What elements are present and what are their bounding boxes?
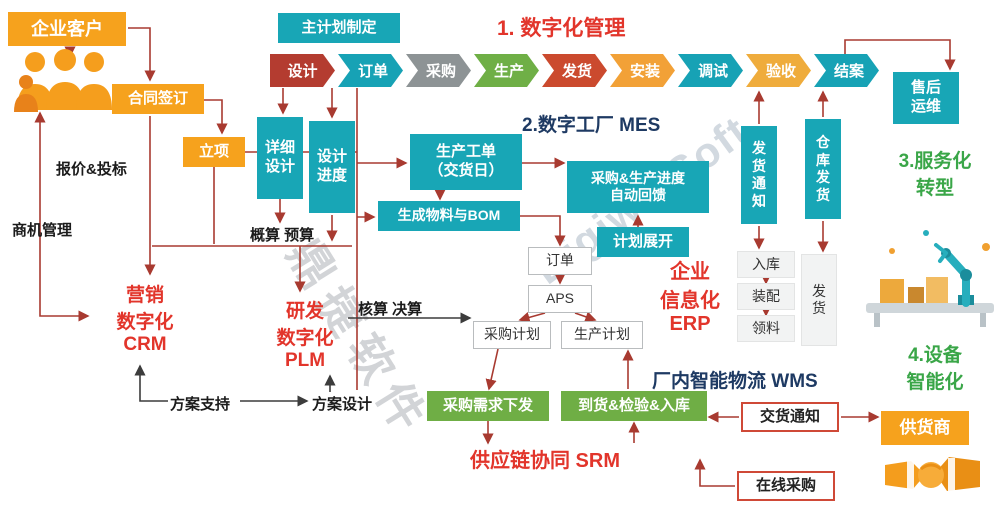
quote-bid-label: 报价&投标 — [56, 161, 127, 178]
plan-expand-box: 计划展开 — [597, 227, 689, 257]
solution-design-label: 方案设计 — [312, 396, 373, 413]
delivery-notice-box: 交货通知 — [741, 402, 839, 432]
customers-people-icon — [14, 49, 112, 112]
chain-step-debug: 调试 — [678, 54, 743, 87]
plm-title: 研发 数字化 PLM — [276, 301, 334, 371]
picking-box: 领料 — [737, 315, 795, 342]
biz-opportunity-label: 商机管理 — [12, 222, 73, 239]
production-plan-box: 生产计划 — [561, 321, 643, 349]
chain-step-closure: 结案 — [814, 54, 879, 87]
chain-step-design: 设计 — [270, 54, 335, 87]
progress-feedback-box: 采购&生产进度 自动回馈 — [567, 161, 709, 213]
ship-notice-box: 发 货 通 知 — [741, 126, 777, 224]
purchase-plan-box: 采购计划 — [473, 321, 551, 349]
aps-box: APS — [528, 285, 592, 313]
design-progress-box: 设计 进度 — [309, 121, 355, 213]
work-order-box: 生产工单 （交货日） — [410, 134, 522, 190]
project-init-box: 立项 — [183, 137, 245, 167]
crm-title: 营销 数字化 CRM — [116, 285, 174, 355]
chain-step-production: 生产 — [474, 54, 539, 87]
solution-support-label: 方案支持 — [170, 396, 231, 413]
chain-step-shipping: 发货 — [542, 54, 607, 87]
wms-title: 厂内智能物流 WMS — [652, 371, 818, 392]
order-box: 订单 — [528, 247, 592, 275]
supplier-box: 供货商 — [881, 411, 969, 445]
detail-design-box: 详细 设计 — [257, 117, 303, 199]
digital-management-title: 1. 数字化管理 — [497, 17, 626, 40]
warehouse-ship-box: 仓 库 发 货 — [805, 119, 841, 219]
equipment-title: 4.设备 智能化 — [906, 345, 964, 393]
shipping-box: 发 货 — [801, 254, 837, 346]
online-purchase-box: 在线采购 — [737, 471, 835, 501]
master-plan-box: 主计划制定 — [278, 13, 400, 43]
mes-title: 2.数字工厂 MES — [522, 115, 661, 136]
accounting-label: 核算 决算 — [358, 301, 423, 318]
after-sales-box: 售后 运维 — [893, 72, 959, 124]
service-transform-title: 3.服务化 转型 — [898, 151, 972, 199]
arrival-inspect-box: 到货&检验&入库 — [561, 391, 707, 421]
chain-step-install: 安装 — [610, 54, 675, 87]
smart-factory-robot-icon — [866, 230, 994, 327]
chain-step-acceptance: 验收 — [746, 54, 811, 87]
process-chain: 设计 订单 采购 生产 发货 安装 调试 验收 结案 — [270, 54, 879, 87]
srm-title: 供应链协同 SRM — [470, 450, 620, 472]
assembly-box: 装配 — [737, 283, 795, 310]
erp-title: 企业 信息化 ERP — [660, 261, 720, 335]
purchase-demand-box: 采购需求下发 — [427, 391, 549, 421]
inbound-box: 入库 — [737, 251, 795, 278]
chain-step-purchase: 采购 — [406, 54, 471, 87]
enterprise-customer-box: 企业客户 — [8, 12, 126, 46]
contract-sign-box: 合同签订 — [112, 84, 204, 114]
chain-step-order: 订单 — [338, 54, 403, 87]
handshake-icon — [885, 457, 980, 491]
estimate-budget-label: 概算 预算 — [250, 227, 315, 244]
bom-box: 生成物料与BOM — [378, 201, 520, 231]
